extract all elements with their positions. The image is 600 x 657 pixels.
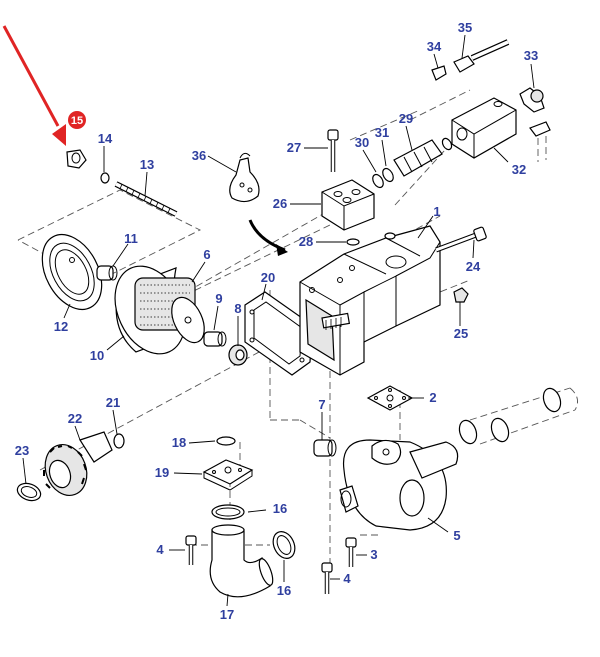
o-ring-31 — [382, 167, 394, 183]
label-part-16-right: 16 — [273, 501, 287, 516]
label-part-20: 20 — [261, 270, 275, 285]
part-labels: 15 1 2 3 4 4 5 6 7 8 9 10 11 12 13 14 16… — [15, 20, 538, 622]
circlip-23 — [16, 482, 42, 502]
o-ring-32 — [441, 137, 453, 151]
gasket — [244, 291, 313, 376]
bushing — [203, 331, 227, 347]
hose-connector — [431, 65, 447, 81]
o-ring-30 — [372, 173, 384, 189]
pump-housing — [339, 439, 459, 531]
cap-screw-left — [185, 535, 197, 565]
o-ring-18 — [216, 436, 236, 446]
cap-screw-mid — [345, 537, 357, 567]
assembly-arrow-head — [276, 244, 288, 256]
label-part-10: 10 — [90, 348, 104, 363]
elbow-flange — [202, 459, 254, 491]
sleeve — [313, 439, 337, 457]
label-part-31: 31 — [375, 125, 389, 140]
label-part-12: 12 — [54, 319, 68, 334]
hydraulic-pump — [299, 225, 441, 376]
label-part-3: 3 — [370, 547, 377, 562]
flange-block — [321, 179, 375, 231]
label-part-5: 5 — [453, 528, 460, 543]
label-part-26: 26 — [273, 196, 287, 211]
label-part-15: 15 — [71, 115, 83, 127]
highlight-arrow-head — [52, 124, 66, 146]
o-ring-pump — [384, 232, 396, 240]
manifold-block — [451, 97, 517, 159]
label-part-30: 30 — [355, 135, 369, 150]
label-part-34: 34 — [427, 39, 442, 54]
cap-screw-top — [327, 129, 339, 172]
label-part-18: 18 — [172, 435, 186, 450]
label-part-36: 36 — [192, 148, 206, 163]
threaded-rod — [114, 181, 178, 217]
fitting-tube — [393, 139, 443, 177]
circlip-21 — [113, 433, 125, 449]
label-part-1: 1 — [433, 204, 440, 219]
label-part-24: 24 — [466, 259, 481, 274]
label-part-4-bottom: 4 — [343, 571, 351, 586]
wing-nut — [66, 149, 87, 169]
filter-element — [114, 265, 205, 355]
highlight-arrow-shaft — [2, 25, 60, 127]
cap-screw-bottom — [321, 562, 333, 594]
seal-plate — [366, 385, 414, 411]
label-part-16-bottom: 16 — [277, 583, 291, 598]
clip — [529, 121, 551, 162]
label-part-2: 2 — [429, 390, 436, 405]
label-part-6: 6 — [203, 247, 210, 262]
hose-clip-lower — [272, 531, 296, 559]
highlight-marker — [68, 111, 86, 129]
label-part-4-left: 4 — [156, 542, 164, 557]
label-part-17: 17 — [220, 607, 234, 622]
elbow-fitting — [519, 87, 545, 113]
hose-clip-upper — [211, 504, 245, 520]
label-part-19: 19 — [155, 465, 169, 480]
label-part-11: 11 — [124, 231, 138, 246]
mounting-bolt — [435, 226, 487, 253]
label-part-29: 29 — [399, 111, 413, 126]
leader-lines — [22, 34, 535, 607]
hydraulic-hose — [453, 39, 510, 73]
grease-bag — [229, 152, 260, 203]
label-part-7: 7 — [318, 397, 325, 412]
spacer-washer — [228, 344, 248, 366]
label-part-35: 35 — [458, 20, 472, 35]
drive-gear — [43, 431, 113, 496]
label-part-13: 13 — [140, 157, 154, 172]
label-part-22: 22 — [68, 411, 82, 426]
label-part-21: 21 — [106, 395, 120, 410]
suction-elbow — [209, 524, 274, 598]
label-part-9: 9 — [215, 291, 222, 306]
label-part-25: 25 — [454, 326, 468, 341]
washer — [100, 172, 110, 184]
hose-clamp-set — [458, 387, 579, 445]
label-part-33: 33 — [524, 48, 538, 63]
label-part-28: 28 — [299, 234, 313, 249]
label-part-8: 8 — [234, 301, 241, 316]
label-part-23: 23 — [15, 443, 29, 458]
label-part-32: 32 — [512, 162, 526, 177]
label-part-27: 27 — [287, 140, 301, 155]
o-ring-small — [346, 238, 360, 246]
filter-cover — [41, 234, 103, 310]
label-part-14: 14 — [98, 131, 113, 146]
hex-nut — [453, 287, 469, 303]
